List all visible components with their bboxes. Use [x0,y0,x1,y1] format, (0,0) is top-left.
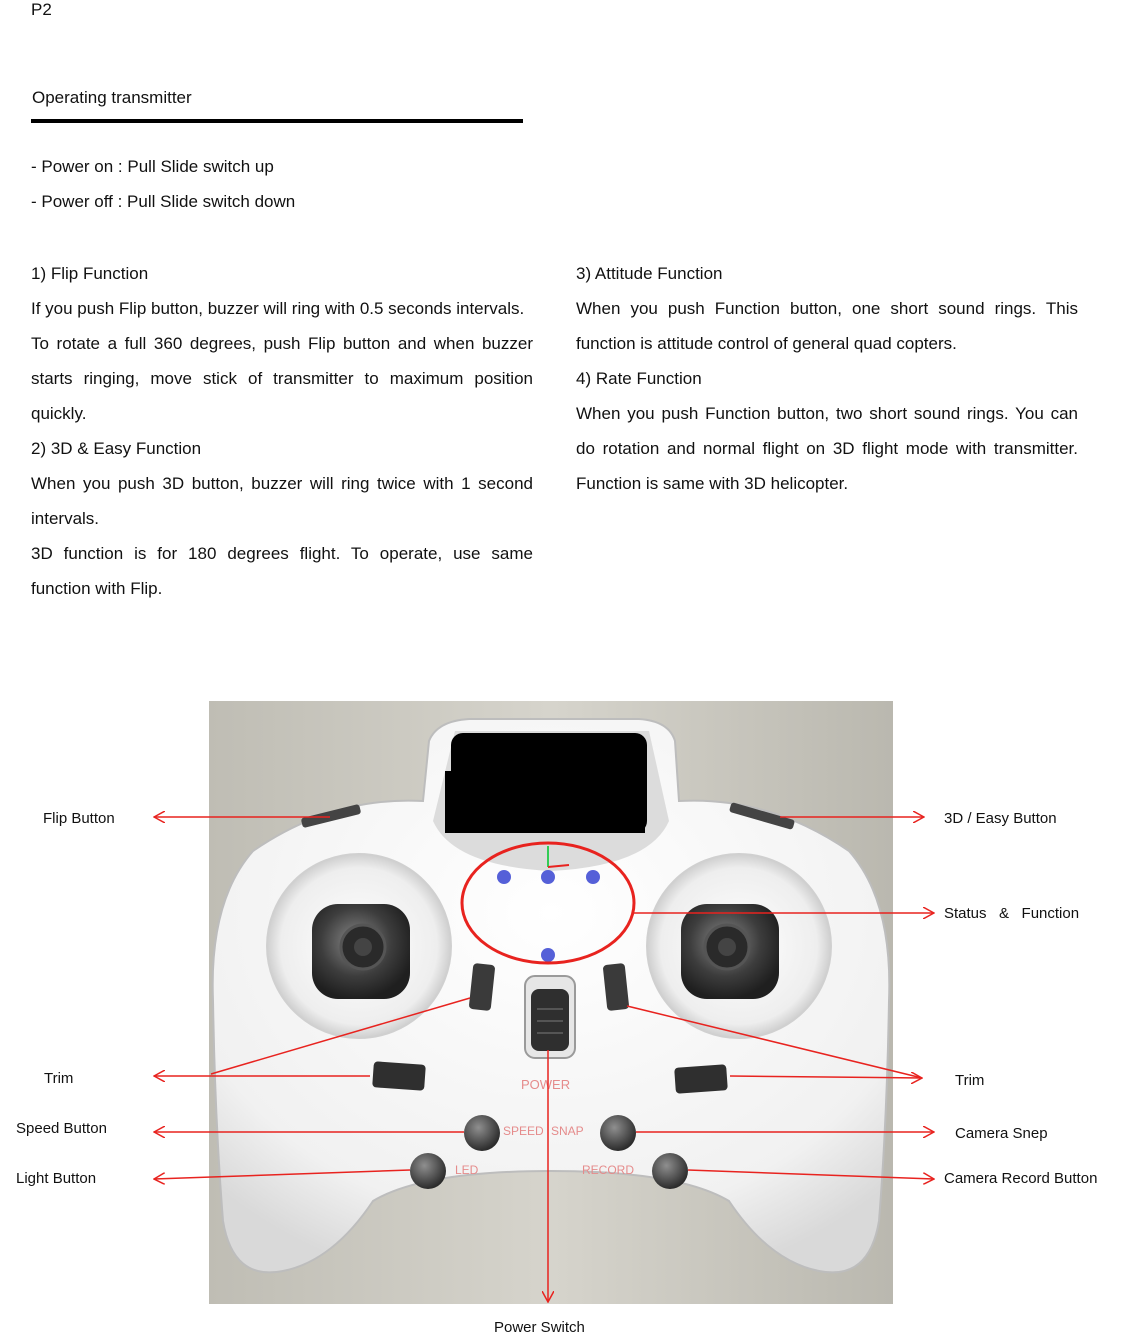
device-led-label: LED [455,1163,479,1177]
left-column: 1) Flip Function If you push Flip button… [31,256,533,606]
attitude-function-heading: 3) Attitude Function [576,264,723,283]
power-on-instruction: - Power on : Pull Slide switch up [31,157,274,176]
status-function-label: Status & Function [944,905,1080,922]
easy-function-heading: 2) 3D & Easy Function [31,439,202,458]
device-snap-label: SNAP [551,1124,584,1138]
device-speed-label: SPEED [503,1124,544,1138]
camera-snap-label: Camera Snep [955,1125,1048,1142]
flip-function-text-2: To rotate a full 360 degrees, push Flip … [31,334,533,423]
easy-function-text-2: 3D function is for 180 degrees flight. T… [31,544,533,598]
device-record-label: RECORD [582,1163,635,1177]
easy-button-label: 3D / Easy Button [944,810,1057,827]
right-column: 3) Attitude Function When you push Funct… [576,256,1078,501]
title-underline [31,119,523,123]
flip-function-heading: 1) Flip Function [31,264,149,283]
flip-button-label: Flip Button [43,810,115,827]
rate-function-text: When you push Function button, two short… [576,404,1078,493]
camera-record-label: Camera Record Button [944,1170,1098,1187]
easy-function-text-1: When you push 3D button, buzzer will rin… [31,474,533,528]
section-title: Operating transmitter [32,88,192,107]
power-switch-label: Power Switch [494,1319,585,1336]
attitude-function-text: When you push Function button, one short… [576,299,1078,353]
device-power-label: POWER [521,1077,571,1092]
transmitter-image [209,701,893,1304]
light-button-label: Light Button [16,1170,97,1187]
speed-button-label: Speed Button [16,1120,107,1137]
trim-right-label: Trim [955,1072,985,1089]
flip-function-text-1: If you push Flip button, buzzer will rin… [31,299,525,318]
page-number: P2 [31,0,52,19]
trim-left-label: Trim [44,1070,74,1087]
rate-function-heading: 4) Rate Function [576,369,702,388]
power-off-instruction: - Power off : Pull Slide switch down [31,192,296,211]
